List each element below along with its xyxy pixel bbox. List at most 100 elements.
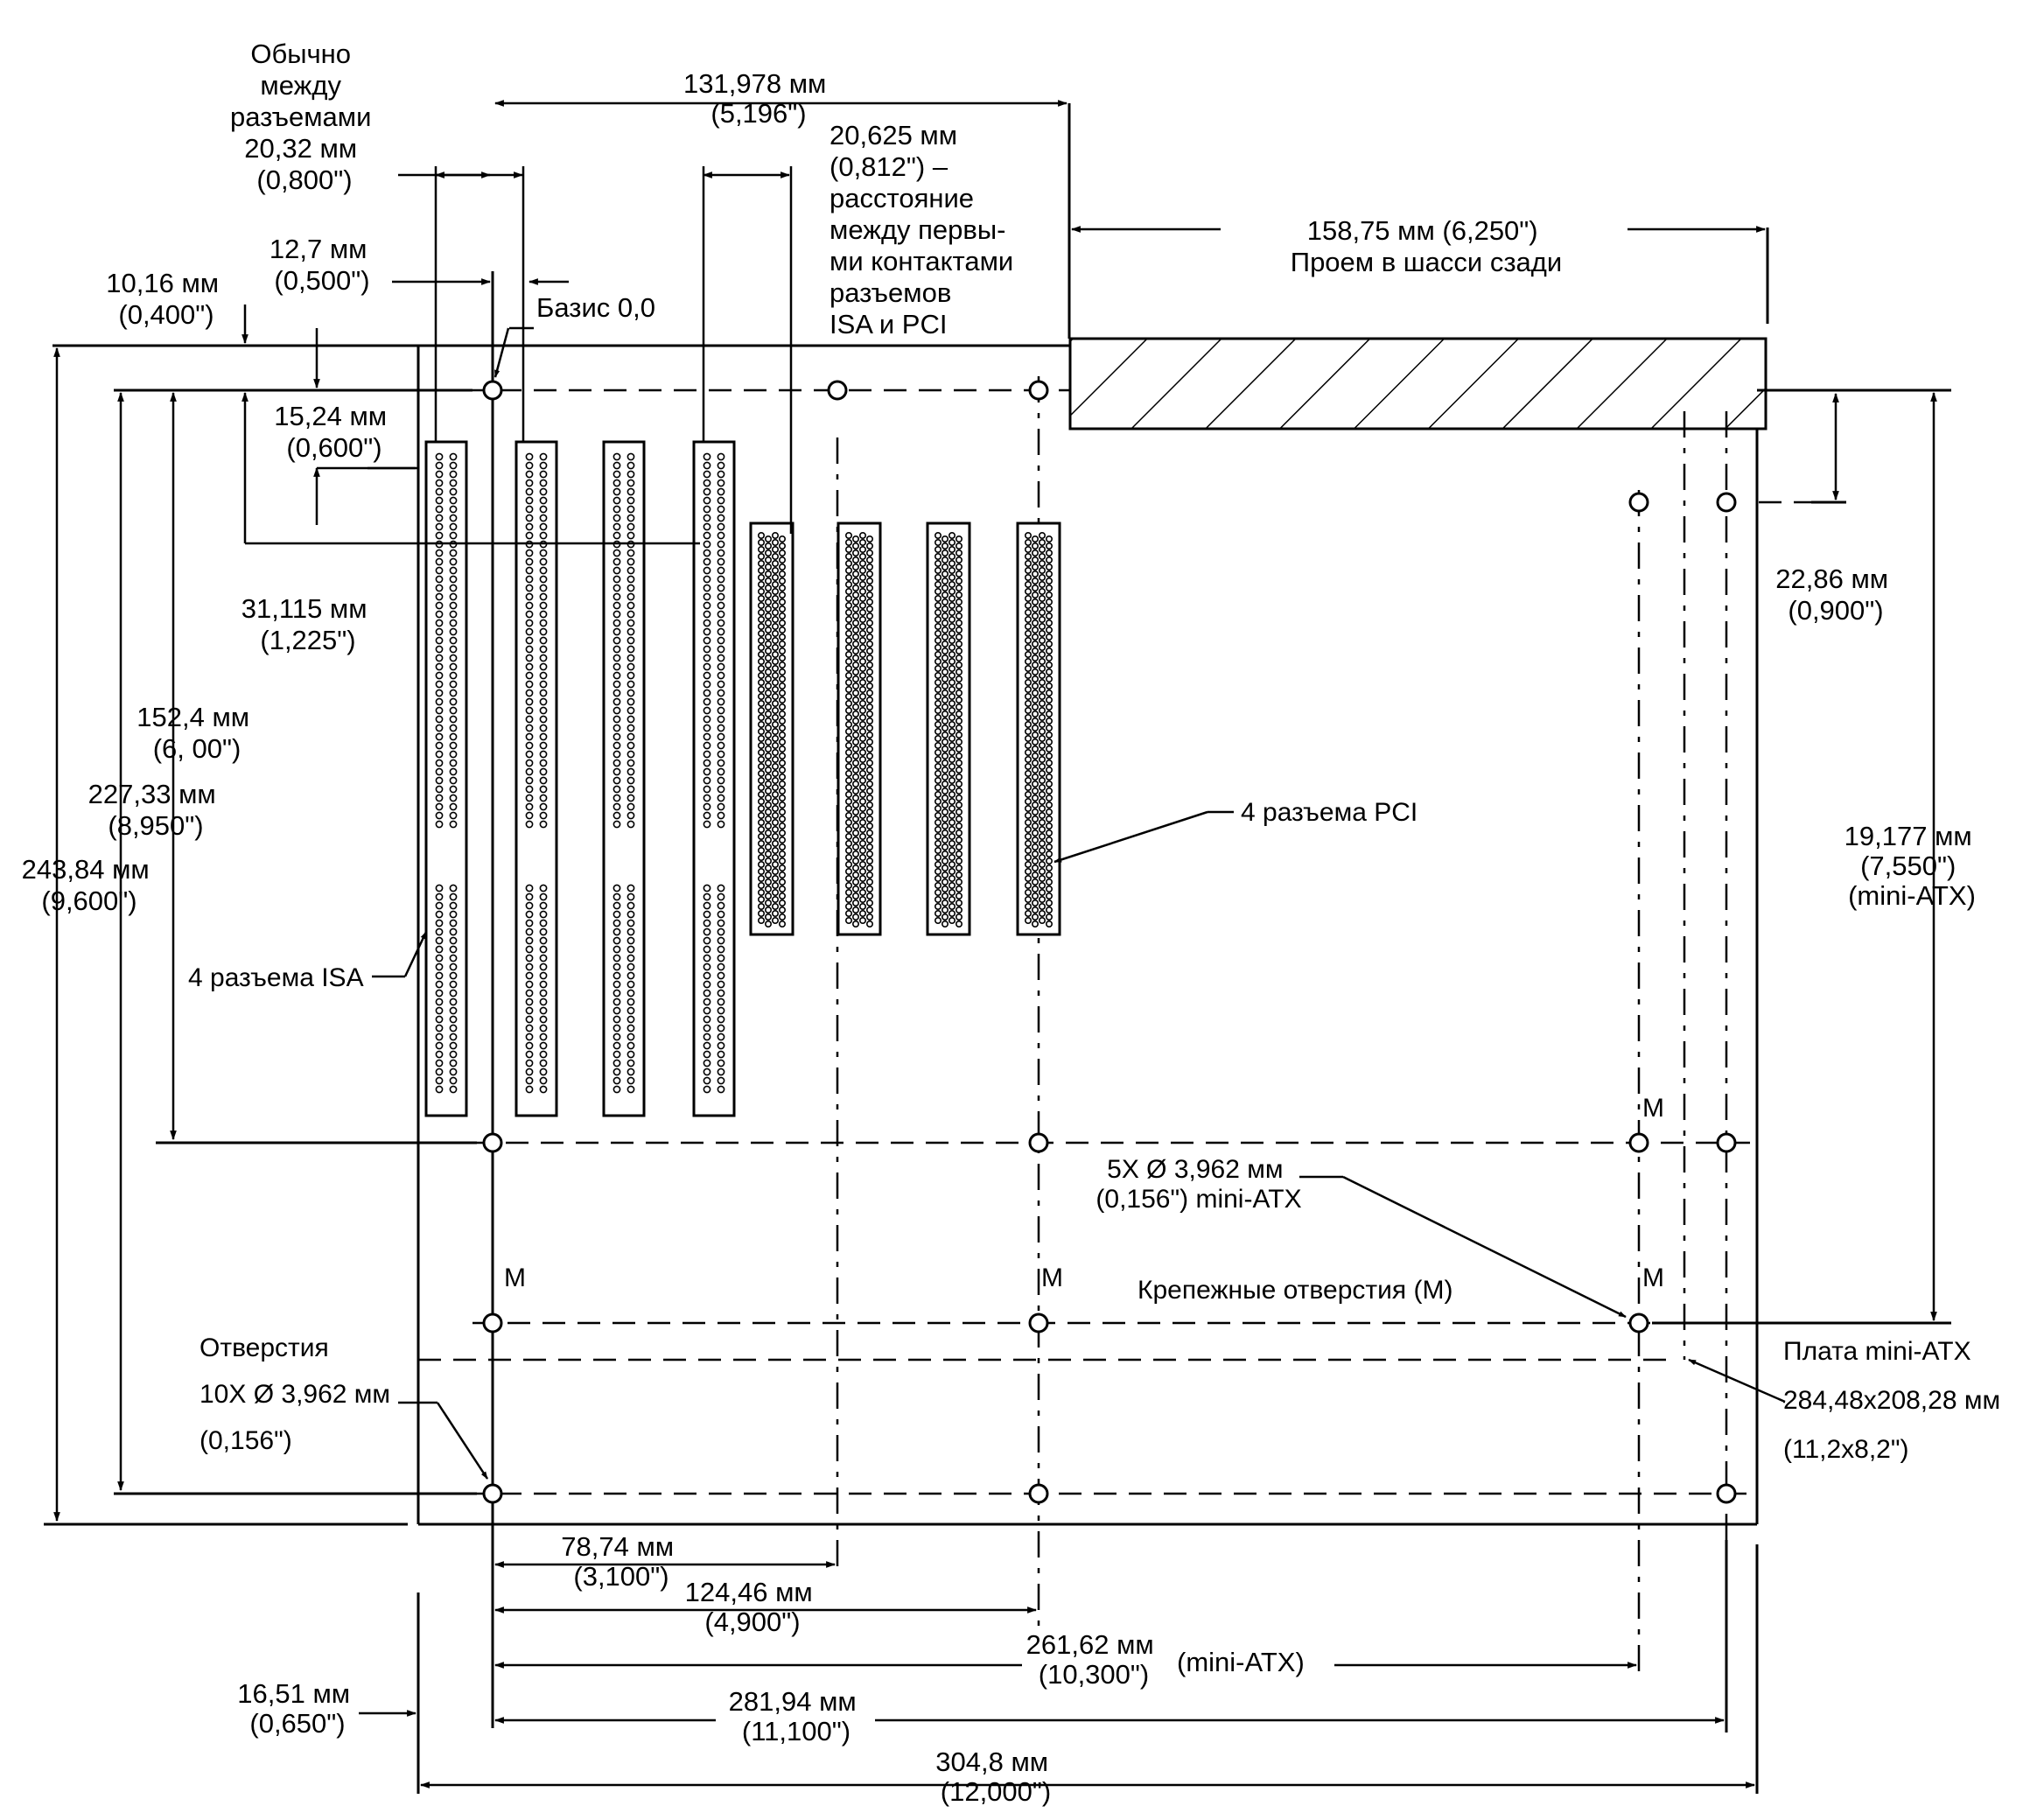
- connector-pin: [703, 724, 711, 732]
- connector-pin: [525, 811, 534, 820]
- connector-pin: [858, 888, 866, 896]
- connector-pin: [1039, 580, 1046, 588]
- connector-pin: [865, 871, 873, 878]
- connector-pin: [934, 860, 942, 868]
- connector-pin: [612, 1068, 621, 1076]
- connector-pin: [934, 629, 942, 637]
- connector-pin: [851, 773, 859, 780]
- connector-pin: [934, 643, 942, 651]
- connector-pin: [525, 531, 534, 540]
- connector-pin: [771, 622, 779, 630]
- connector-pin: [844, 573, 852, 581]
- connector-pin: [449, 671, 458, 680]
- connector-pin: [865, 647, 873, 654]
- connector-pin: [717, 584, 725, 592]
- connector-pin: [934, 531, 942, 539]
- connector-pin: [626, 945, 635, 954]
- connector-pin: [539, 1006, 548, 1015]
- connector-pin: [626, 936, 635, 945]
- connector-pin: [703, 610, 711, 619]
- connector-pin: [435, 689, 444, 697]
- connector-pin: [703, 954, 711, 962]
- connector-pin: [626, 1006, 635, 1015]
- connector-pin: [757, 762, 765, 770]
- connector-pin: [851, 815, 859, 822]
- connector-pin: [1039, 734, 1046, 742]
- connector-pin: [942, 815, 949, 822]
- connector-pin: [449, 750, 458, 759]
- connector-pin: [525, 998, 534, 1006]
- connector-pin: [525, 697, 534, 706]
- connector-pin: [948, 720, 956, 728]
- connector-pin: [525, 461, 534, 470]
- connector-pin: [1046, 577, 1054, 584]
- connector-pin: [942, 584, 949, 592]
- connector-pin: [717, 671, 725, 680]
- connector-pin: [948, 706, 956, 714]
- connector-pin: [612, 479, 621, 487]
- connector-pin: [942, 703, 949, 710]
- connector-pin: [778, 745, 786, 752]
- connector-pin: [539, 505, 548, 514]
- connector-pin: [1025, 629, 1032, 637]
- connector-pin: [942, 626, 949, 634]
- connector-pin: [865, 808, 873, 816]
- connector-pin: [851, 738, 859, 746]
- connector-pin: [764, 612, 772, 620]
- connector-pin: [948, 587, 956, 595]
- pci-slot: [749, 522, 794, 936]
- connector-pin: [1025, 608, 1032, 616]
- connector-pin: [717, 811, 725, 820]
- connector-pin: [858, 734, 866, 742]
- connector-pin: [1032, 822, 1040, 830]
- connector-pin: [612, 1006, 621, 1015]
- connector-pin: [865, 619, 873, 626]
- connector-pin: [771, 615, 779, 623]
- connector-pin: [435, 706, 444, 715]
- connector-pin: [757, 664, 765, 672]
- connector-pin: [757, 832, 765, 840]
- connector-pin: [703, 919, 711, 928]
- connector-pin: [449, 584, 458, 592]
- connector-pin: [771, 720, 779, 728]
- connector-pin: [858, 881, 866, 889]
- connector-pin: [717, 627, 725, 636]
- connector-pin: [449, 636, 458, 645]
- connector-pin: [626, 802, 635, 811]
- connector-pin: [851, 752, 859, 760]
- connector-pin: [948, 545, 956, 553]
- connector-pin: [1025, 573, 1032, 581]
- connector-pin: [539, 989, 548, 998]
- connector-pin: [934, 678, 942, 686]
- connector-pin: [858, 643, 866, 651]
- connector-pin: [449, 697, 458, 706]
- connector-pin: [703, 514, 711, 522]
- connector-pin: [626, 514, 635, 522]
- connector-pin: [449, 928, 458, 936]
- label-chassis-1: 158,75 мм (6,250"): [1307, 215, 1538, 246]
- connector-pin: [626, 496, 635, 505]
- connector-pin: [539, 566, 548, 575]
- connector-pin: [865, 605, 873, 612]
- connector-pin: [626, 1024, 635, 1032]
- connector-pin: [612, 732, 621, 741]
- connector-pin: [865, 549, 873, 556]
- connector-pin: [764, 773, 772, 780]
- connector-pin: [948, 671, 956, 679]
- connector-pin: [948, 622, 956, 630]
- connector-pin: [757, 643, 765, 651]
- connector-pin: [934, 917, 942, 925]
- connector-pin: [948, 888, 956, 896]
- connector-pin: [948, 896, 956, 904]
- connector-pin: [1039, 804, 1046, 812]
- connector-pin: [956, 780, 963, 788]
- connector-pin: [626, 901, 635, 910]
- connector-pin: [778, 808, 786, 816]
- connector-pin: [435, 998, 444, 1006]
- connector-pin: [956, 654, 963, 662]
- connector-pin: [942, 773, 949, 780]
- connector-pin: [771, 573, 779, 581]
- connector-pin: [764, 850, 772, 858]
- connector-pin: [1039, 755, 1046, 763]
- connector-pin: [626, 452, 635, 461]
